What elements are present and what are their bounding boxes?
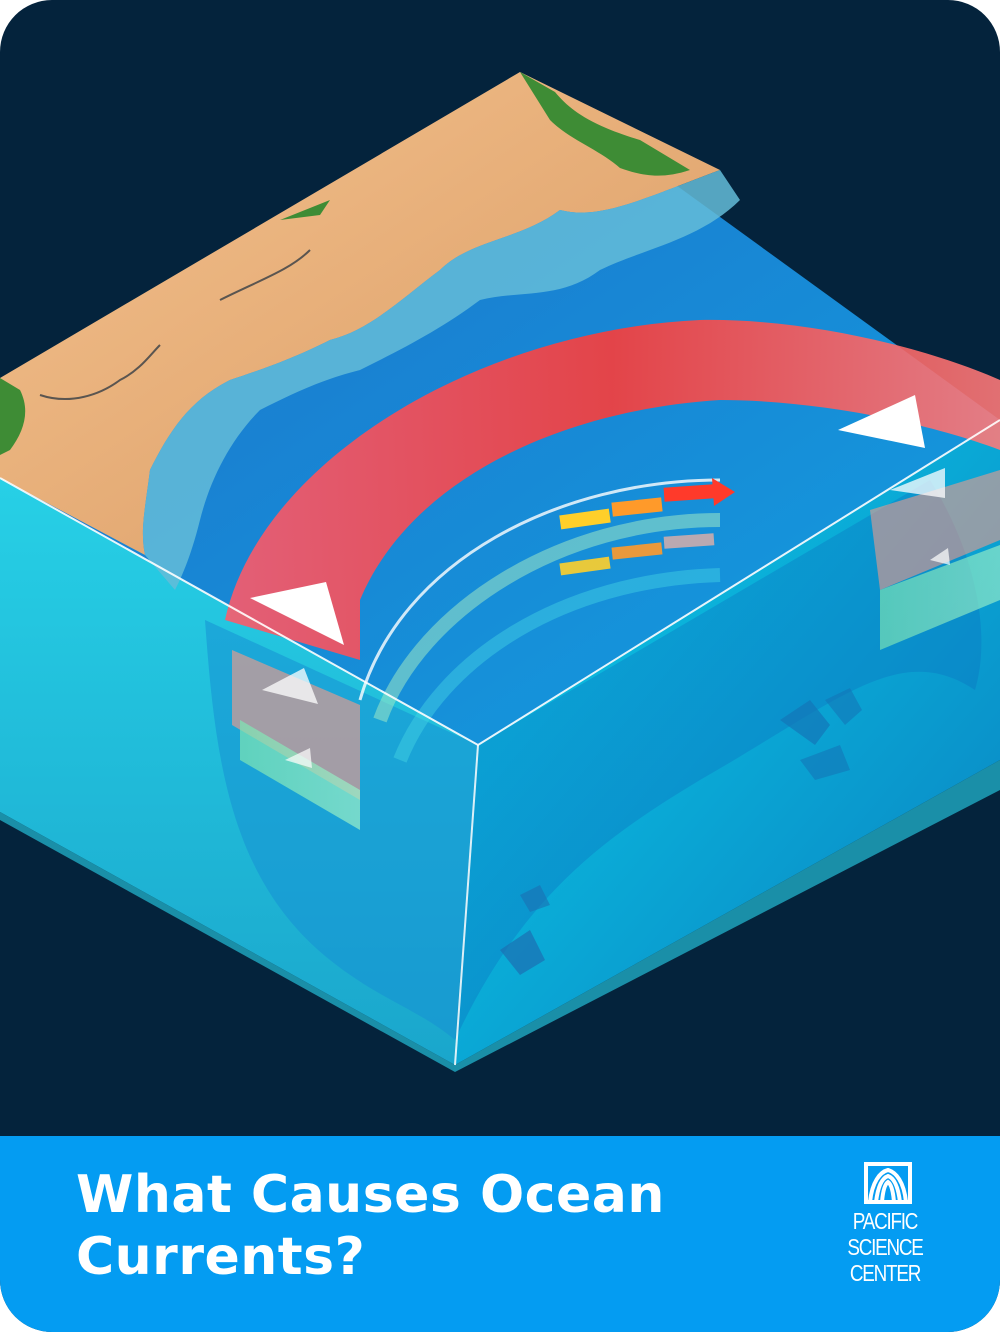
flow-segment bbox=[663, 533, 715, 549]
current-layer-arc bbox=[358, 478, 721, 701]
warm-current-band bbox=[225, 319, 1000, 660]
title-line-2: Currents? bbox=[76, 1227, 366, 1287]
cool-current-band bbox=[870, 470, 1000, 590]
direction-triangle-icon bbox=[262, 668, 318, 704]
seafloor-rock bbox=[500, 930, 545, 975]
logo-wordmark: PACIFIC SCIENCE CENTER bbox=[840, 1208, 930, 1286]
block-right-face bbox=[455, 420, 1000, 1065]
logo-line-2: SCIENCE bbox=[847, 1234, 923, 1260]
arches-icon bbox=[864, 1162, 912, 1204]
seafloor-rock bbox=[800, 745, 850, 780]
seafloor-rock bbox=[825, 688, 862, 725]
direction-triangle-icon bbox=[285, 748, 312, 768]
trench-right bbox=[455, 480, 982, 1040]
ocean-current-illustration bbox=[0, 72, 1000, 1072]
flow-segment bbox=[663, 484, 715, 502]
pacific-science-center-logo: PACIFIC SCIENCE CENTER bbox=[830, 1158, 940, 1308]
title-bar bbox=[0, 1136, 1000, 1332]
cool-current-band bbox=[232, 650, 360, 800]
river bbox=[39, 344, 161, 401]
current-layer-arc bbox=[373, 513, 721, 723]
direction-triangle-icon bbox=[930, 548, 950, 565]
direction-triangle-icon bbox=[250, 582, 344, 645]
seafloor-rock bbox=[520, 885, 550, 912]
flow-arrow-icon bbox=[712, 478, 735, 506]
vegetation-patch bbox=[0, 378, 26, 455]
flow-segment bbox=[559, 556, 611, 576]
page-title: What Causes Ocean Currents? bbox=[76, 1164, 776, 1288]
flow-segment bbox=[611, 497, 663, 517]
flow-segment bbox=[611, 542, 663, 560]
direction-triangle-icon bbox=[838, 395, 925, 448]
current-layer-arc bbox=[393, 568, 721, 763]
logo-line-3: CENTER bbox=[849, 1260, 921, 1286]
coastline-land bbox=[0, 72, 720, 555]
logo-line-1: PACIFIC bbox=[852, 1208, 919, 1234]
block-edge bbox=[454, 744, 479, 1066]
flow-segment bbox=[559, 508, 611, 530]
vegetation-patch bbox=[520, 72, 690, 176]
river bbox=[219, 249, 311, 301]
title-line-1: What Causes Ocean bbox=[76, 1165, 665, 1225]
deep-current-band bbox=[240, 720, 360, 830]
deep-current-band bbox=[880, 545, 1000, 650]
vegetation-patch bbox=[280, 200, 330, 220]
direction-triangle-icon bbox=[890, 468, 945, 498]
seafloor-rock bbox=[780, 700, 830, 745]
shallow-shelf bbox=[142, 170, 740, 590]
